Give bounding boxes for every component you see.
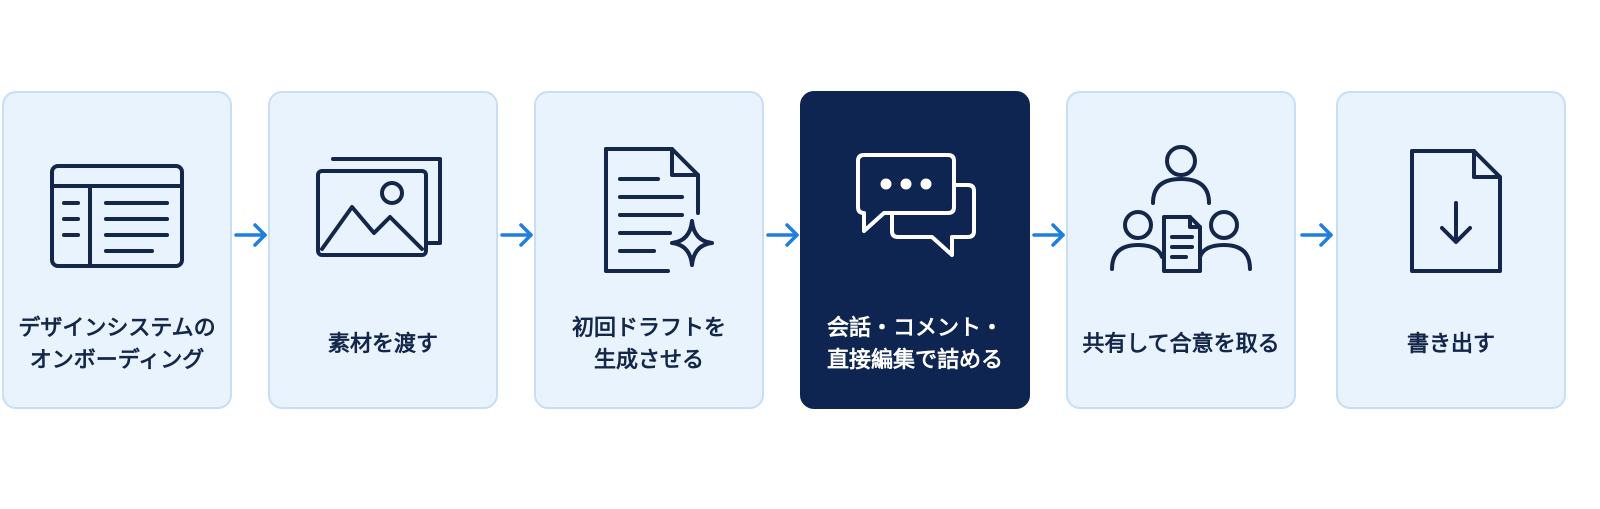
step-label: 共有して合意を取る — [1068, 305, 1294, 385]
step-card-generate-first-draft: 初回ドラフトを 生成させる — [534, 91, 764, 409]
right-arrow-icon — [1030, 220, 1068, 250]
right-arrow-icon — [1298, 220, 1336, 250]
step-label-line: 直接編集で詰める — [826, 348, 1003, 373]
right-arrow-icon — [764, 220, 802, 250]
step-card-design-system-onboarding: デザインシステムの オンボーディング — [2, 91, 232, 409]
step-label: 素材を渡す — [270, 305, 496, 385]
step-card-share-and-agree: 共有して合意を取る — [1066, 91, 1296, 409]
step-label-line: 初回ドラフトを — [571, 316, 726, 341]
step-label: 書き出す — [1338, 305, 1564, 385]
right-arrow-icon — [232, 220, 270, 250]
step-label-line: デザインシステムの — [18, 316, 216, 341]
team-document-icon — [1106, 141, 1256, 291]
step-label-line: 会話・コメント・ — [826, 316, 1003, 341]
step-label: 会話・コメント・ 直接編集で詰める — [802, 305, 1028, 385]
image-stack-icon — [308, 141, 458, 291]
right-arrow-icon — [498, 220, 536, 250]
chat-bubbles-icon — [840, 141, 990, 291]
step-card-export: 書き出す — [1336, 91, 1566, 409]
file-download-icon — [1376, 141, 1526, 291]
step-card-refine-by-conversation: 会話・コメント・ 直接編集で詰める — [800, 91, 1030, 409]
step-card-hand-over-materials: 素材を渡す — [268, 91, 498, 409]
layout-window-icon — [42, 141, 192, 291]
step-label-line: 書き出す — [1406, 332, 1495, 357]
step-label-line: オンボーディング — [29, 348, 205, 373]
step-label-line: 共有して合意を取る — [1082, 332, 1280, 357]
step-label: 初回ドラフトを 生成させる — [536, 305, 762, 385]
step-label: デザインシステムの オンボーディング — [4, 305, 230, 385]
step-label-line: 素材を渡す — [327, 332, 438, 357]
document-sparkle-icon — [574, 141, 724, 291]
step-label-line: 生成させる — [593, 348, 704, 373]
